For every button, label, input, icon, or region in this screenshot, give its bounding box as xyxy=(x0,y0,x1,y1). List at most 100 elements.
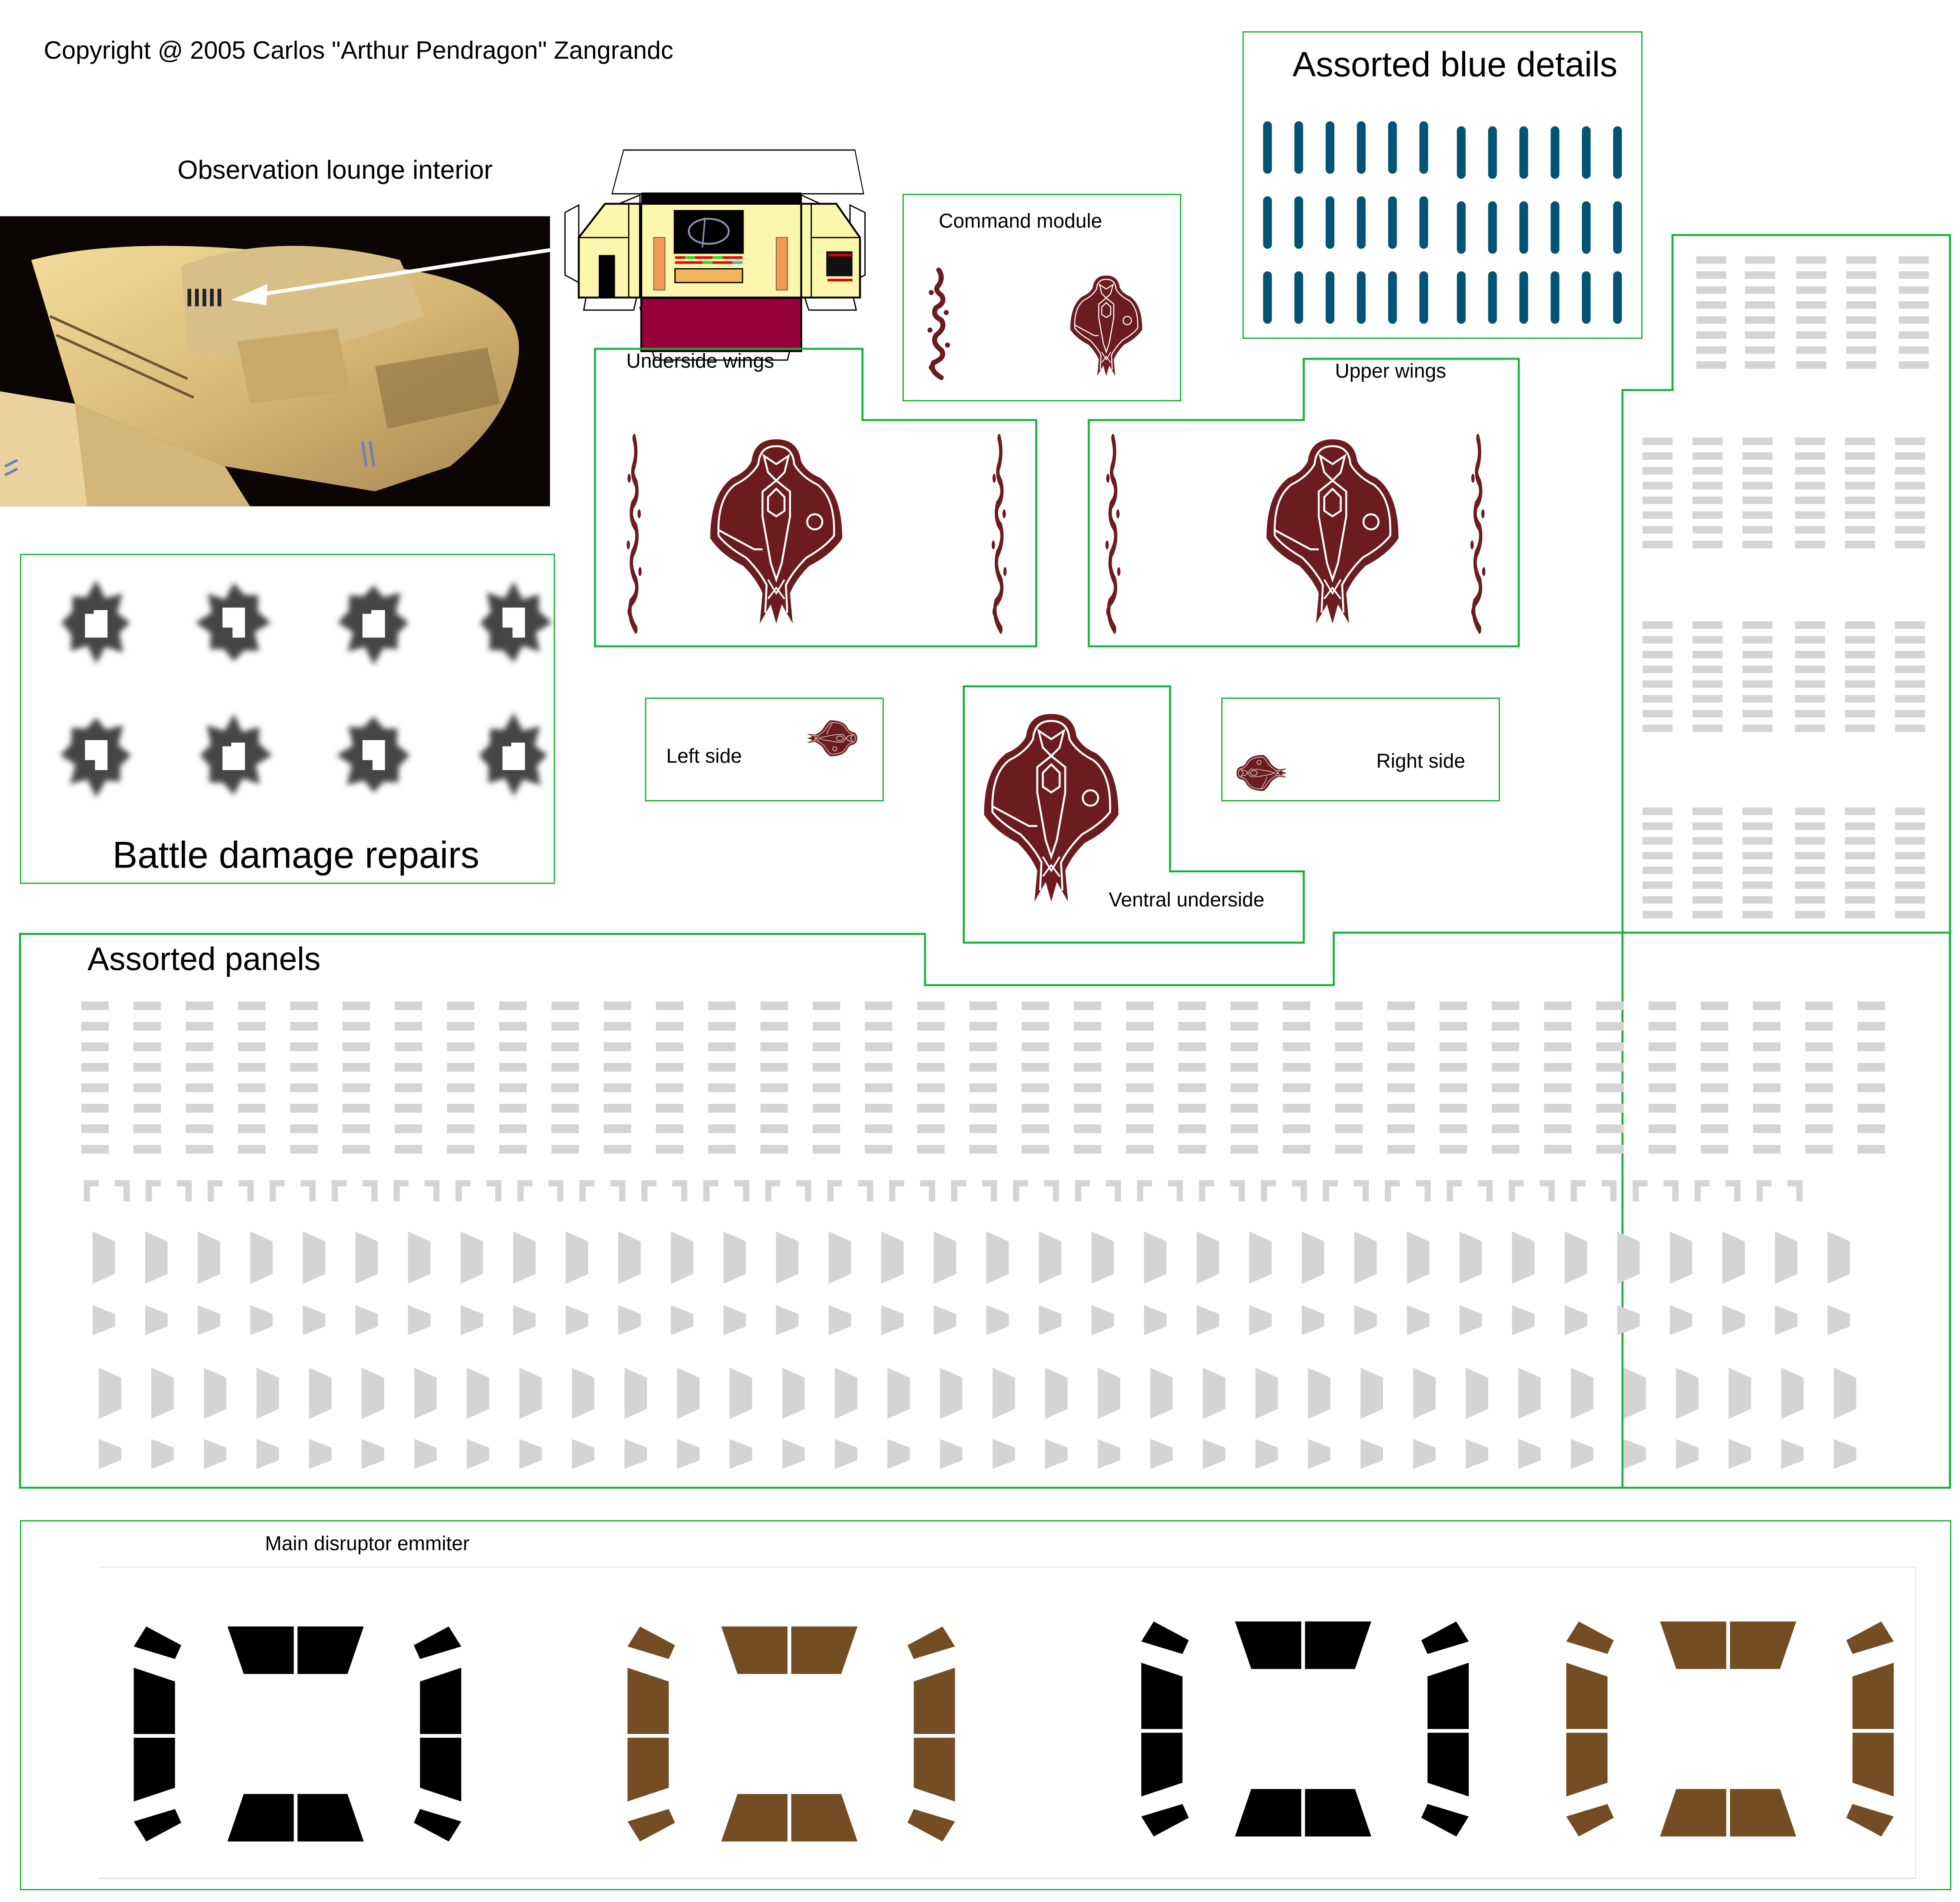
trapezoid-large xyxy=(1197,1231,1219,1284)
panel-bar xyxy=(1845,724,1875,732)
panel-bar xyxy=(603,1145,631,1154)
assorted-panels-outline xyxy=(19,931,1951,1489)
panel-bar xyxy=(969,1145,997,1154)
panel-bar xyxy=(447,1145,475,1154)
panel-bar xyxy=(1642,467,1673,475)
panel-bar xyxy=(1335,1124,1363,1133)
panel-bar xyxy=(1745,271,1775,279)
panel-bar xyxy=(1126,1104,1154,1113)
blue-detail-mark xyxy=(1388,272,1397,324)
ventral-outline xyxy=(963,685,1305,944)
ship-photo-art xyxy=(0,246,519,507)
panel-bar xyxy=(1648,1022,1676,1031)
panel-bar xyxy=(1899,271,1929,279)
panel-bar xyxy=(1492,1104,1520,1113)
damage-decal-grid xyxy=(60,581,553,798)
panel-bar xyxy=(1178,1145,1206,1154)
panel-bar xyxy=(1846,286,1877,294)
panel-bar xyxy=(1178,1063,1206,1072)
panel-bar xyxy=(1805,1083,1833,1092)
blue-detail-mark xyxy=(1582,127,1591,180)
panel-bar xyxy=(1700,1063,1729,1072)
disruptor-set xyxy=(1142,1622,1470,1837)
trapezoid-small xyxy=(355,1305,378,1335)
disruptor-piece xyxy=(1847,1622,1894,1655)
command-module-section: Command module xyxy=(902,194,1181,401)
bracket-mark xyxy=(1230,1180,1245,1201)
bracket-mark xyxy=(1075,1180,1090,1201)
panel-bar xyxy=(1795,636,1825,644)
panel-bar xyxy=(342,1022,370,1031)
bracket-mark xyxy=(1540,1180,1555,1201)
panel-bar xyxy=(1753,1042,1781,1051)
panel-bar xyxy=(1857,1022,1885,1031)
panel-bar xyxy=(1895,896,1925,904)
trapezoid-small xyxy=(828,1305,851,1335)
panel-bar xyxy=(81,1145,109,1154)
panel-bar xyxy=(81,1063,109,1072)
panel-bar xyxy=(1596,1104,1624,1113)
damage-hole xyxy=(85,741,108,771)
trapezoid-large xyxy=(1466,1368,1488,1419)
panel-bar xyxy=(813,1124,840,1133)
trapezoid-large xyxy=(1518,1368,1541,1419)
panel-bar xyxy=(1805,1001,1833,1010)
panel-bar xyxy=(708,1145,736,1154)
disruptor-piece xyxy=(1730,1622,1797,1670)
trapezoid-small xyxy=(1623,1439,1646,1469)
trapezoid-small xyxy=(1354,1305,1377,1335)
panel-bar xyxy=(656,1124,683,1133)
bracket-mark xyxy=(1447,1180,1462,1201)
panel-bar xyxy=(186,1063,213,1072)
panel-bar xyxy=(1700,1022,1729,1031)
trapezoid-large xyxy=(1097,1368,1120,1419)
disruptor-piece xyxy=(908,1627,956,1660)
panel-bar xyxy=(1857,1083,1885,1092)
panel-bar xyxy=(290,1042,318,1051)
panel-bar xyxy=(1795,651,1825,658)
panel-bar xyxy=(1745,331,1775,339)
panel-bar xyxy=(1335,1042,1363,1051)
panel-bar xyxy=(447,1042,475,1051)
panel-bar xyxy=(1745,301,1775,309)
panel-bar xyxy=(447,1063,475,1072)
panel-bar xyxy=(1021,1104,1049,1113)
panel-bar xyxy=(1178,1022,1206,1031)
panel-bar xyxy=(1845,651,1875,658)
panel-bar xyxy=(1696,346,1727,354)
bracket-mark xyxy=(672,1180,687,1201)
panel-bar xyxy=(1742,467,1773,475)
panel-bar xyxy=(394,1022,423,1031)
blue-detail-mark xyxy=(1357,197,1367,250)
panel-bar xyxy=(1021,1022,1049,1031)
blue-detail-mark xyxy=(1357,122,1367,174)
panel-bar xyxy=(1544,1083,1572,1092)
disruptor-piece xyxy=(1422,1622,1470,1655)
bracket-mark xyxy=(1168,1180,1183,1201)
panel-bar xyxy=(1178,1083,1206,1092)
panel-bar xyxy=(1845,911,1875,918)
disruptor-piece xyxy=(1660,1622,1727,1670)
trapezoid-small xyxy=(1827,1305,1850,1335)
trapezoid-large xyxy=(1676,1368,1699,1419)
panel-bar xyxy=(1126,1145,1154,1154)
panel-bar xyxy=(238,1124,266,1133)
panel-bar xyxy=(1178,1042,1206,1051)
panel-bar xyxy=(394,1042,423,1051)
panel-bar xyxy=(290,1145,318,1154)
panel-bar xyxy=(499,1083,527,1092)
panel-bar xyxy=(1845,526,1875,534)
panel-bar xyxy=(1899,346,1929,354)
blue-detail-mark xyxy=(1295,272,1304,324)
panel-bar xyxy=(1895,710,1925,717)
right-side-title: Right side xyxy=(1376,751,1465,773)
disruptor-set xyxy=(1567,1622,1894,1837)
trapezoid-large xyxy=(1360,1368,1383,1419)
trapezoid-large xyxy=(933,1231,957,1284)
disruptor-frame xyxy=(99,1566,1917,1879)
trapezoid-small xyxy=(460,1305,483,1335)
panel-bar xyxy=(1073,1022,1102,1031)
panel-bar xyxy=(1642,881,1673,889)
panel-bar xyxy=(1795,665,1825,673)
panel-bar xyxy=(865,1145,893,1154)
